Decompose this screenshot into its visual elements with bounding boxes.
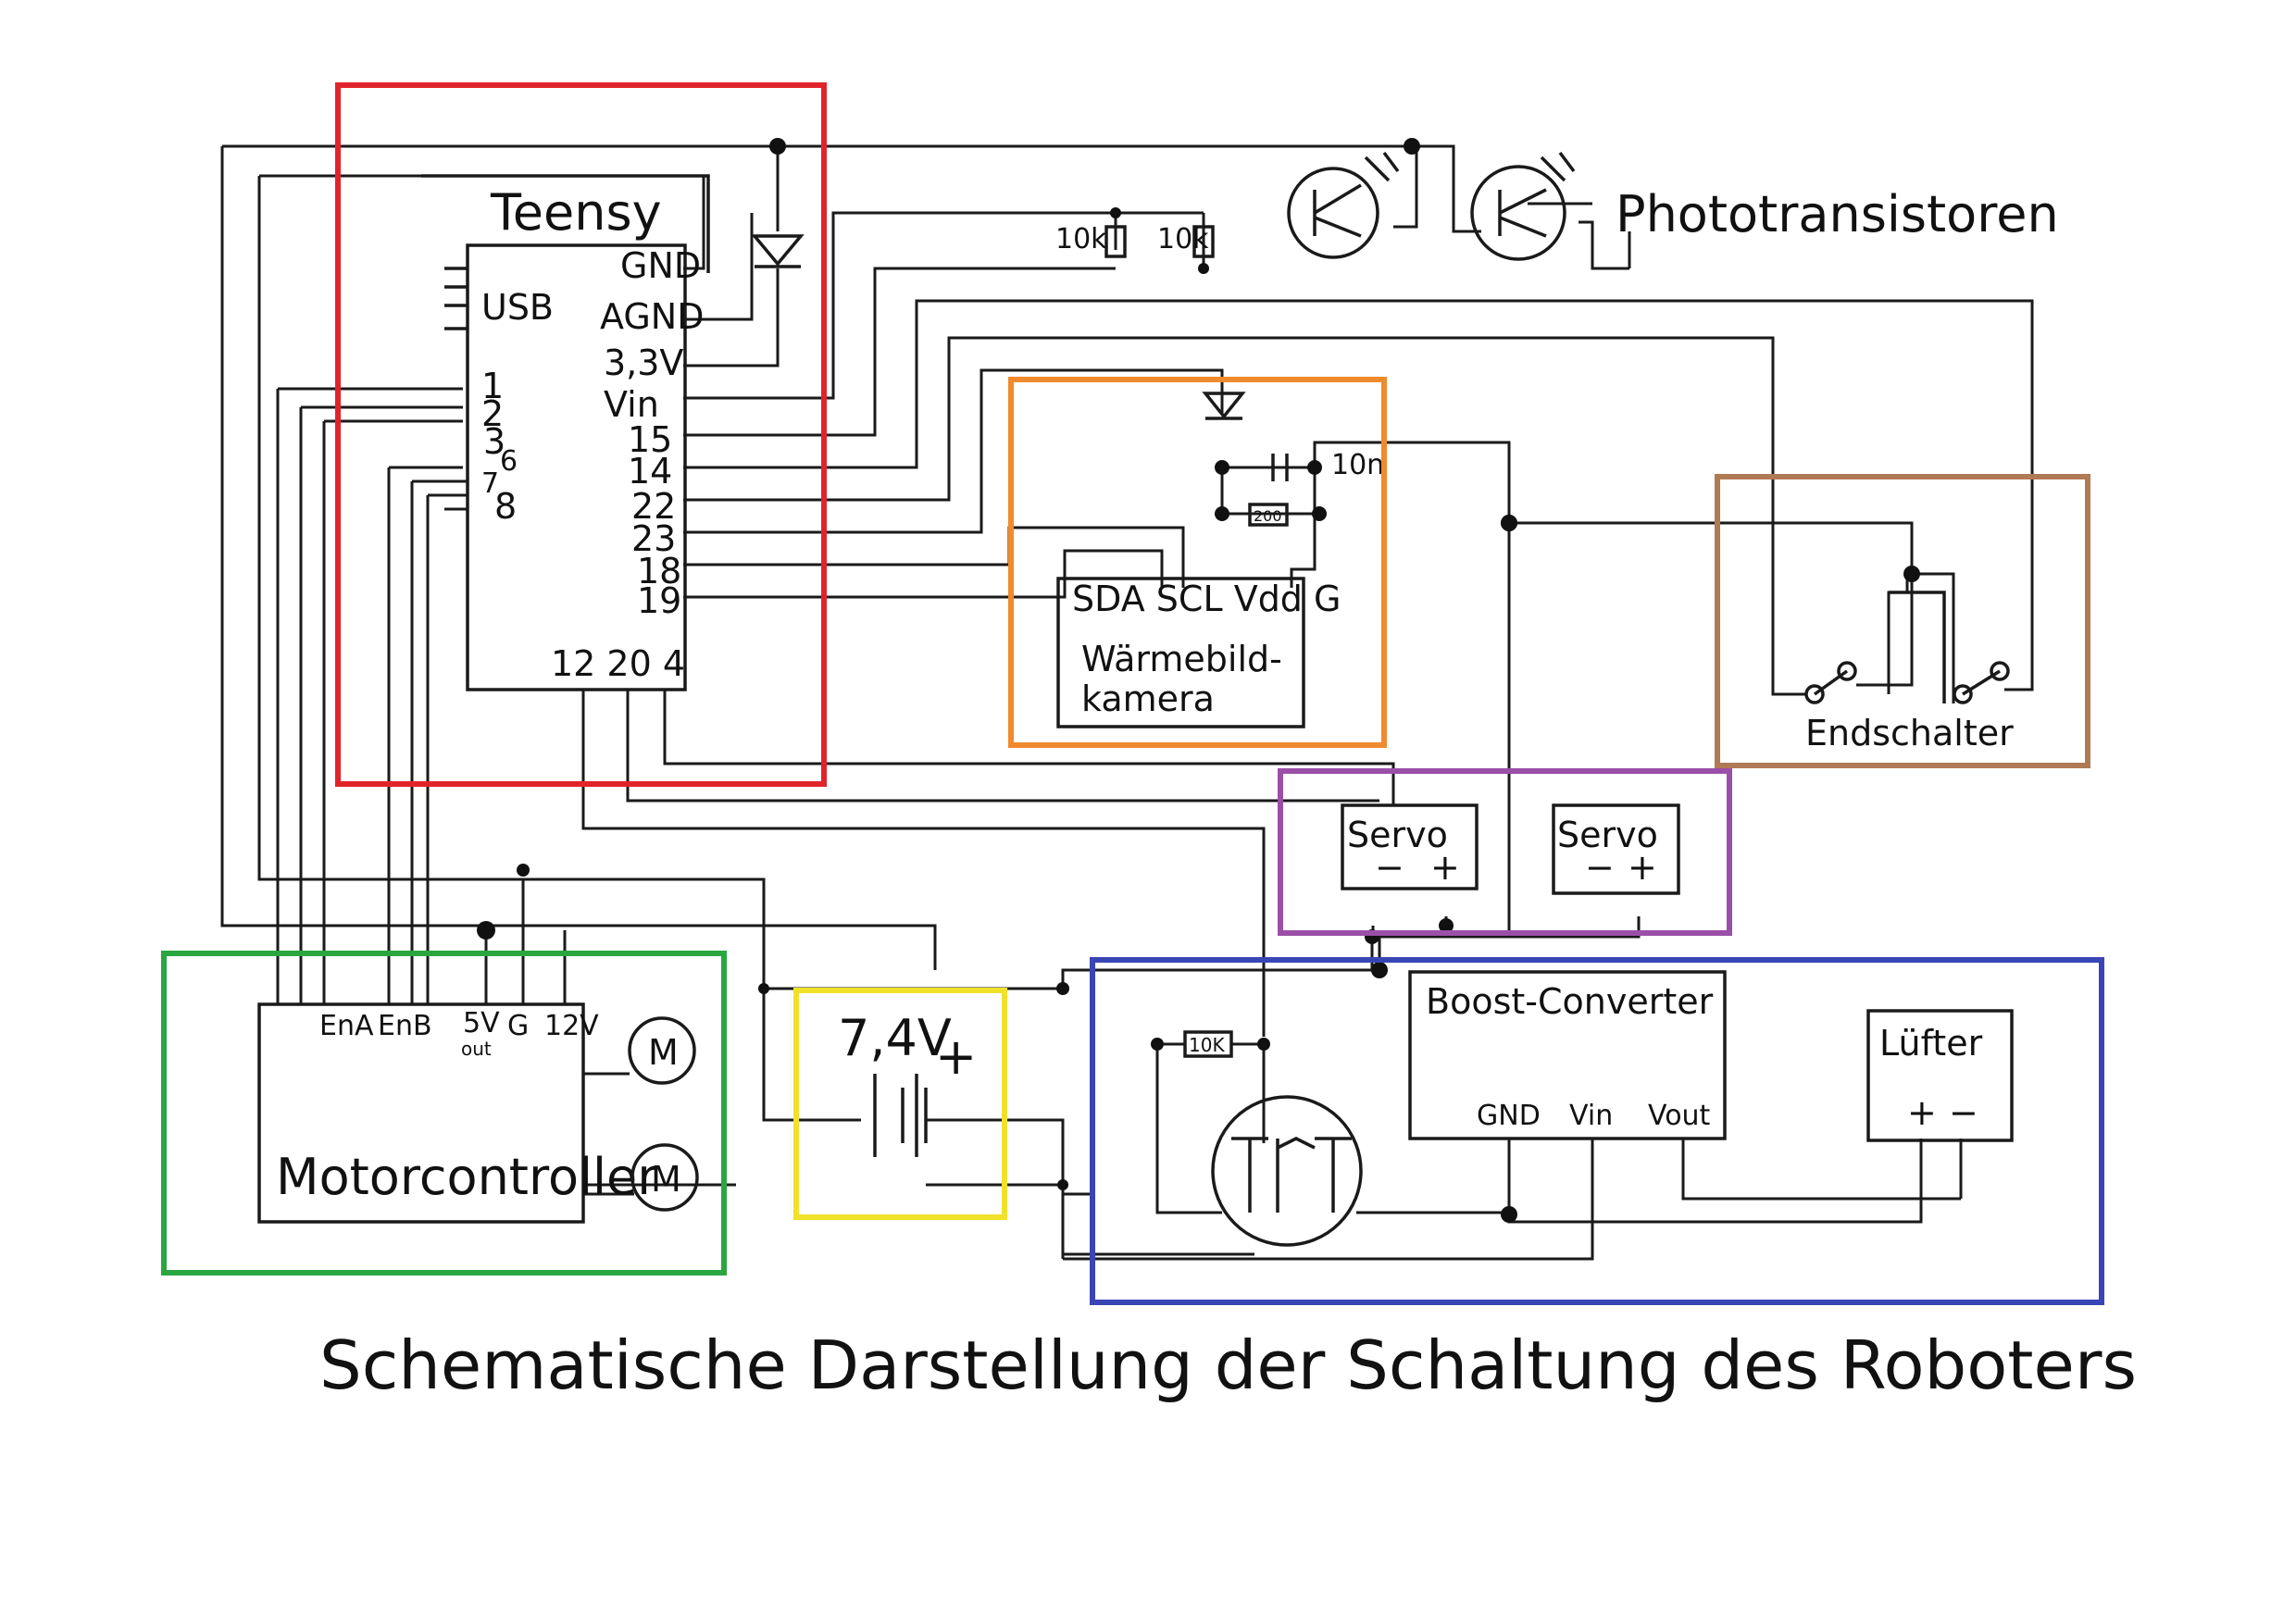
servo-2-minus: −: [1585, 847, 1615, 888]
teensy-pin-19: 19: [637, 580, 681, 621]
servo-1-plus: +: [1430, 847, 1460, 888]
boost-converter-name: Boost-Converter: [1426, 981, 1714, 1022]
diagram-caption: Schematische Darstellung der Schaltung d…: [319, 1326, 2137, 1404]
camera-name-line2: kamera: [1081, 678, 1215, 719]
phototransistor-section: 10k 10k Phototransistoren: [1055, 151, 2059, 261]
battery-voltage: 7,4V: [838, 1009, 952, 1067]
motorcontroller-name: Motorcontroller: [276, 1148, 658, 1206]
group-boxes: [161, 82, 2104, 1305]
fan-name: Lüfter: [1879, 1023, 1983, 1064]
pullup-resistor-1-label: 10k: [1055, 223, 1107, 255]
motor-1: M: [628, 1016, 696, 1085]
teensy-pin-1: 1: [481, 366, 504, 406]
teensy-pin-vin: Vin: [604, 384, 659, 425]
limit-switch-section: Endschalter: [1804, 591, 2014, 753]
motorcontroller: EnA EnB 5V out G 12V Motorcontroller M M: [257, 1002, 699, 1224]
servo-1-minus: −: [1375, 847, 1404, 888]
camera-pins: SDA SCL Vdd G: [1072, 579, 1341, 619]
teensy-pin-14: 14: [628, 451, 672, 492]
servo-2-plus: +: [1628, 847, 1657, 888]
motorcontroller-pin-g: G: [507, 1010, 529, 1042]
boost-pin-vout: Vout: [1648, 1100, 1711, 1132]
motor-2: M: [630, 1143, 699, 1212]
teensy-title: Teensy: [490, 183, 662, 242]
pullup-resistor-2-label: 10k: [1157, 223, 1209, 255]
camera-capacitor-label: 10n: [1331, 449, 1384, 481]
teensy-left-pins: 1 2 3 6 7 8: [481, 366, 518, 527]
battery: 7,4V +: [838, 1009, 977, 1157]
power-group-box: [1090, 957, 2104, 1305]
motorcontroller-pin-enb: EnB: [378, 1010, 432, 1042]
fan-plus: +: [1907, 1092, 1937, 1133]
teensy-pin-7: 7: [481, 467, 499, 500]
battery-plus: +: [935, 1027, 977, 1086]
servo-2: Servo − +: [1552, 803, 1680, 895]
teensy-usb-label: USB: [481, 287, 554, 328]
teensy-right-pins: GND AGND 3,3V Vin 15 14 22 23 18 19: [600, 245, 704, 621]
camera-resistor-label: 200: [1254, 507, 1282, 525]
battery-group-box: [793, 988, 1007, 1220]
limit-switch-label: Endschalter: [1805, 713, 2014, 753]
motorcontroller-pin-5v: 5V: [463, 1007, 500, 1039]
teensy-module: Teensy USB GND AGND 3,3V Vin 15 14 22 23…: [421, 174, 710, 691]
power-section: 10K Boost-Converter GND Vin Vout Lüfter …: [1183, 970, 2014, 1247]
teensy-pin-22: 22: [631, 486, 676, 527]
power-resistor-label: 10K: [1189, 1034, 1225, 1056]
servo-2-label: Servo: [1557, 815, 1658, 855]
motorcontroller-pin-ena: EnA: [319, 1010, 374, 1042]
motor-1-symbol: M: [648, 1032, 679, 1073]
thermal-camera-section: 10n 200 SDA SCL Vdd G Wärmebild- kamera: [1056, 392, 1384, 728]
motorcontroller-group-box: [161, 951, 727, 1276]
teensy-bottom-pins: 12 20 4: [551, 643, 685, 684]
boost-pin-gnd: GND: [1477, 1100, 1541, 1132]
endschalter-group-box: [1715, 474, 2090, 768]
teensy-pin-3v3: 3,3V: [604, 342, 683, 383]
teensy-pin-agnd: AGND: [600, 296, 704, 337]
phototransistor-1: [1287, 151, 1400, 259]
teensy-group-box: [335, 82, 827, 787]
camera-name-line1: Wärmebild-: [1081, 639, 1282, 679]
teensy-pin-3: 3: [483, 421, 505, 462]
motorcontroller-pin-12v: 12V: [544, 1010, 599, 1042]
teensy-pin-6: 6: [500, 445, 518, 478]
diode-symbol: [751, 234, 805, 268]
teensy-pin-8: 8: [494, 486, 517, 527]
servo-1: Servo − +: [1341, 803, 1479, 890]
phototransistor-2: [1470, 151, 1576, 261]
servo-group-box: [1278, 768, 1732, 936]
servo-1-label: Servo: [1347, 815, 1448, 855]
phototransistor-label: Phototransistoren: [1616, 185, 2059, 243]
mosfet-symbol: [1211, 1095, 1363, 1247]
teensy-pin-15: 15: [628, 419, 672, 460]
teensy-pin-23: 23: [631, 518, 676, 559]
junction-dots: [477, 138, 1920, 1223]
motor-2-symbol: M: [651, 1159, 681, 1200]
boost-pin-vin: Vin: [1569, 1100, 1613, 1132]
teensy-pin-gnd: GND: [620, 245, 701, 286]
teensy-pin-18: 18: [637, 551, 681, 591]
fan-minus: −: [1949, 1092, 1978, 1133]
teensy-pin-2: 2: [481, 393, 504, 434]
boost-converter: Boost-Converter GND Vin Vout: [1408, 970, 1727, 1140]
motorcontroller-pin-5v-sub: out: [461, 1038, 492, 1060]
fan: Lüfter + −: [1866, 1009, 2014, 1142]
camera-group-box: [1008, 377, 1387, 748]
